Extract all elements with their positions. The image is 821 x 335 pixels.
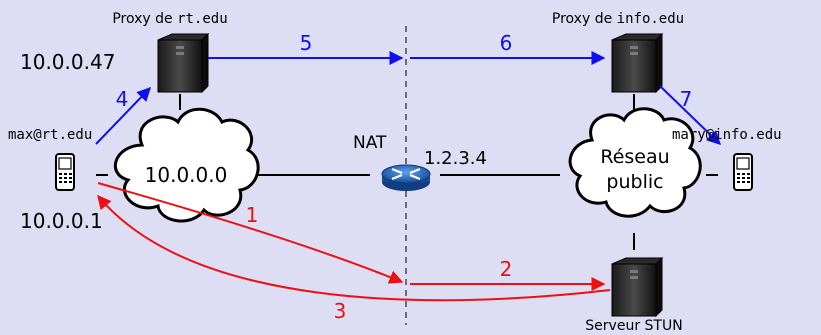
red-arrows	[97, 182, 611, 302]
step-label: 1	[246, 203, 259, 227]
nat-ip: 1.2.3.4	[424, 148, 487, 169]
cloud-public-icon	[568, 107, 702, 218]
proxy-left-ip: 10.0.0.47	[20, 50, 115, 74]
server-icon	[611, 32, 664, 94]
proxy-left-label: Proxy de rt.edu	[112, 11, 227, 27]
router-icon	[381, 164, 431, 191]
user-left-label: max@rt.edu	[8, 127, 92, 143]
user-left-ip: 10.0.0.1	[20, 209, 103, 233]
cloud-public-label-1: Réseau	[600, 146, 669, 168]
step-label: 5	[300, 31, 313, 55]
nat-label: NAT	[353, 133, 387, 153]
step-label: 4	[116, 87, 129, 111]
proxy-right-label: Proxy de info.edu	[552, 11, 684, 27]
server-icon	[157, 32, 210, 94]
blue-arrows	[95, 51, 722, 145]
step-label: 6	[500, 31, 513, 55]
user-right-label: mary@info.edu	[672, 127, 782, 143]
cloud-public-label-2: public	[606, 171, 663, 193]
phone-icon	[733, 153, 753, 191]
network-links	[96, 94, 718, 250]
phone-icon	[55, 153, 75, 191]
cloud-private-icon	[114, 107, 260, 223]
step-label: 2	[500, 257, 513, 281]
step-label: 3	[334, 299, 347, 323]
stun-server-label: Serveur STUN	[585, 318, 682, 334]
step-label: 7	[680, 87, 693, 111]
server-icon	[611, 256, 664, 318]
cloud-private-label: 10.0.0.0	[145, 163, 228, 187]
